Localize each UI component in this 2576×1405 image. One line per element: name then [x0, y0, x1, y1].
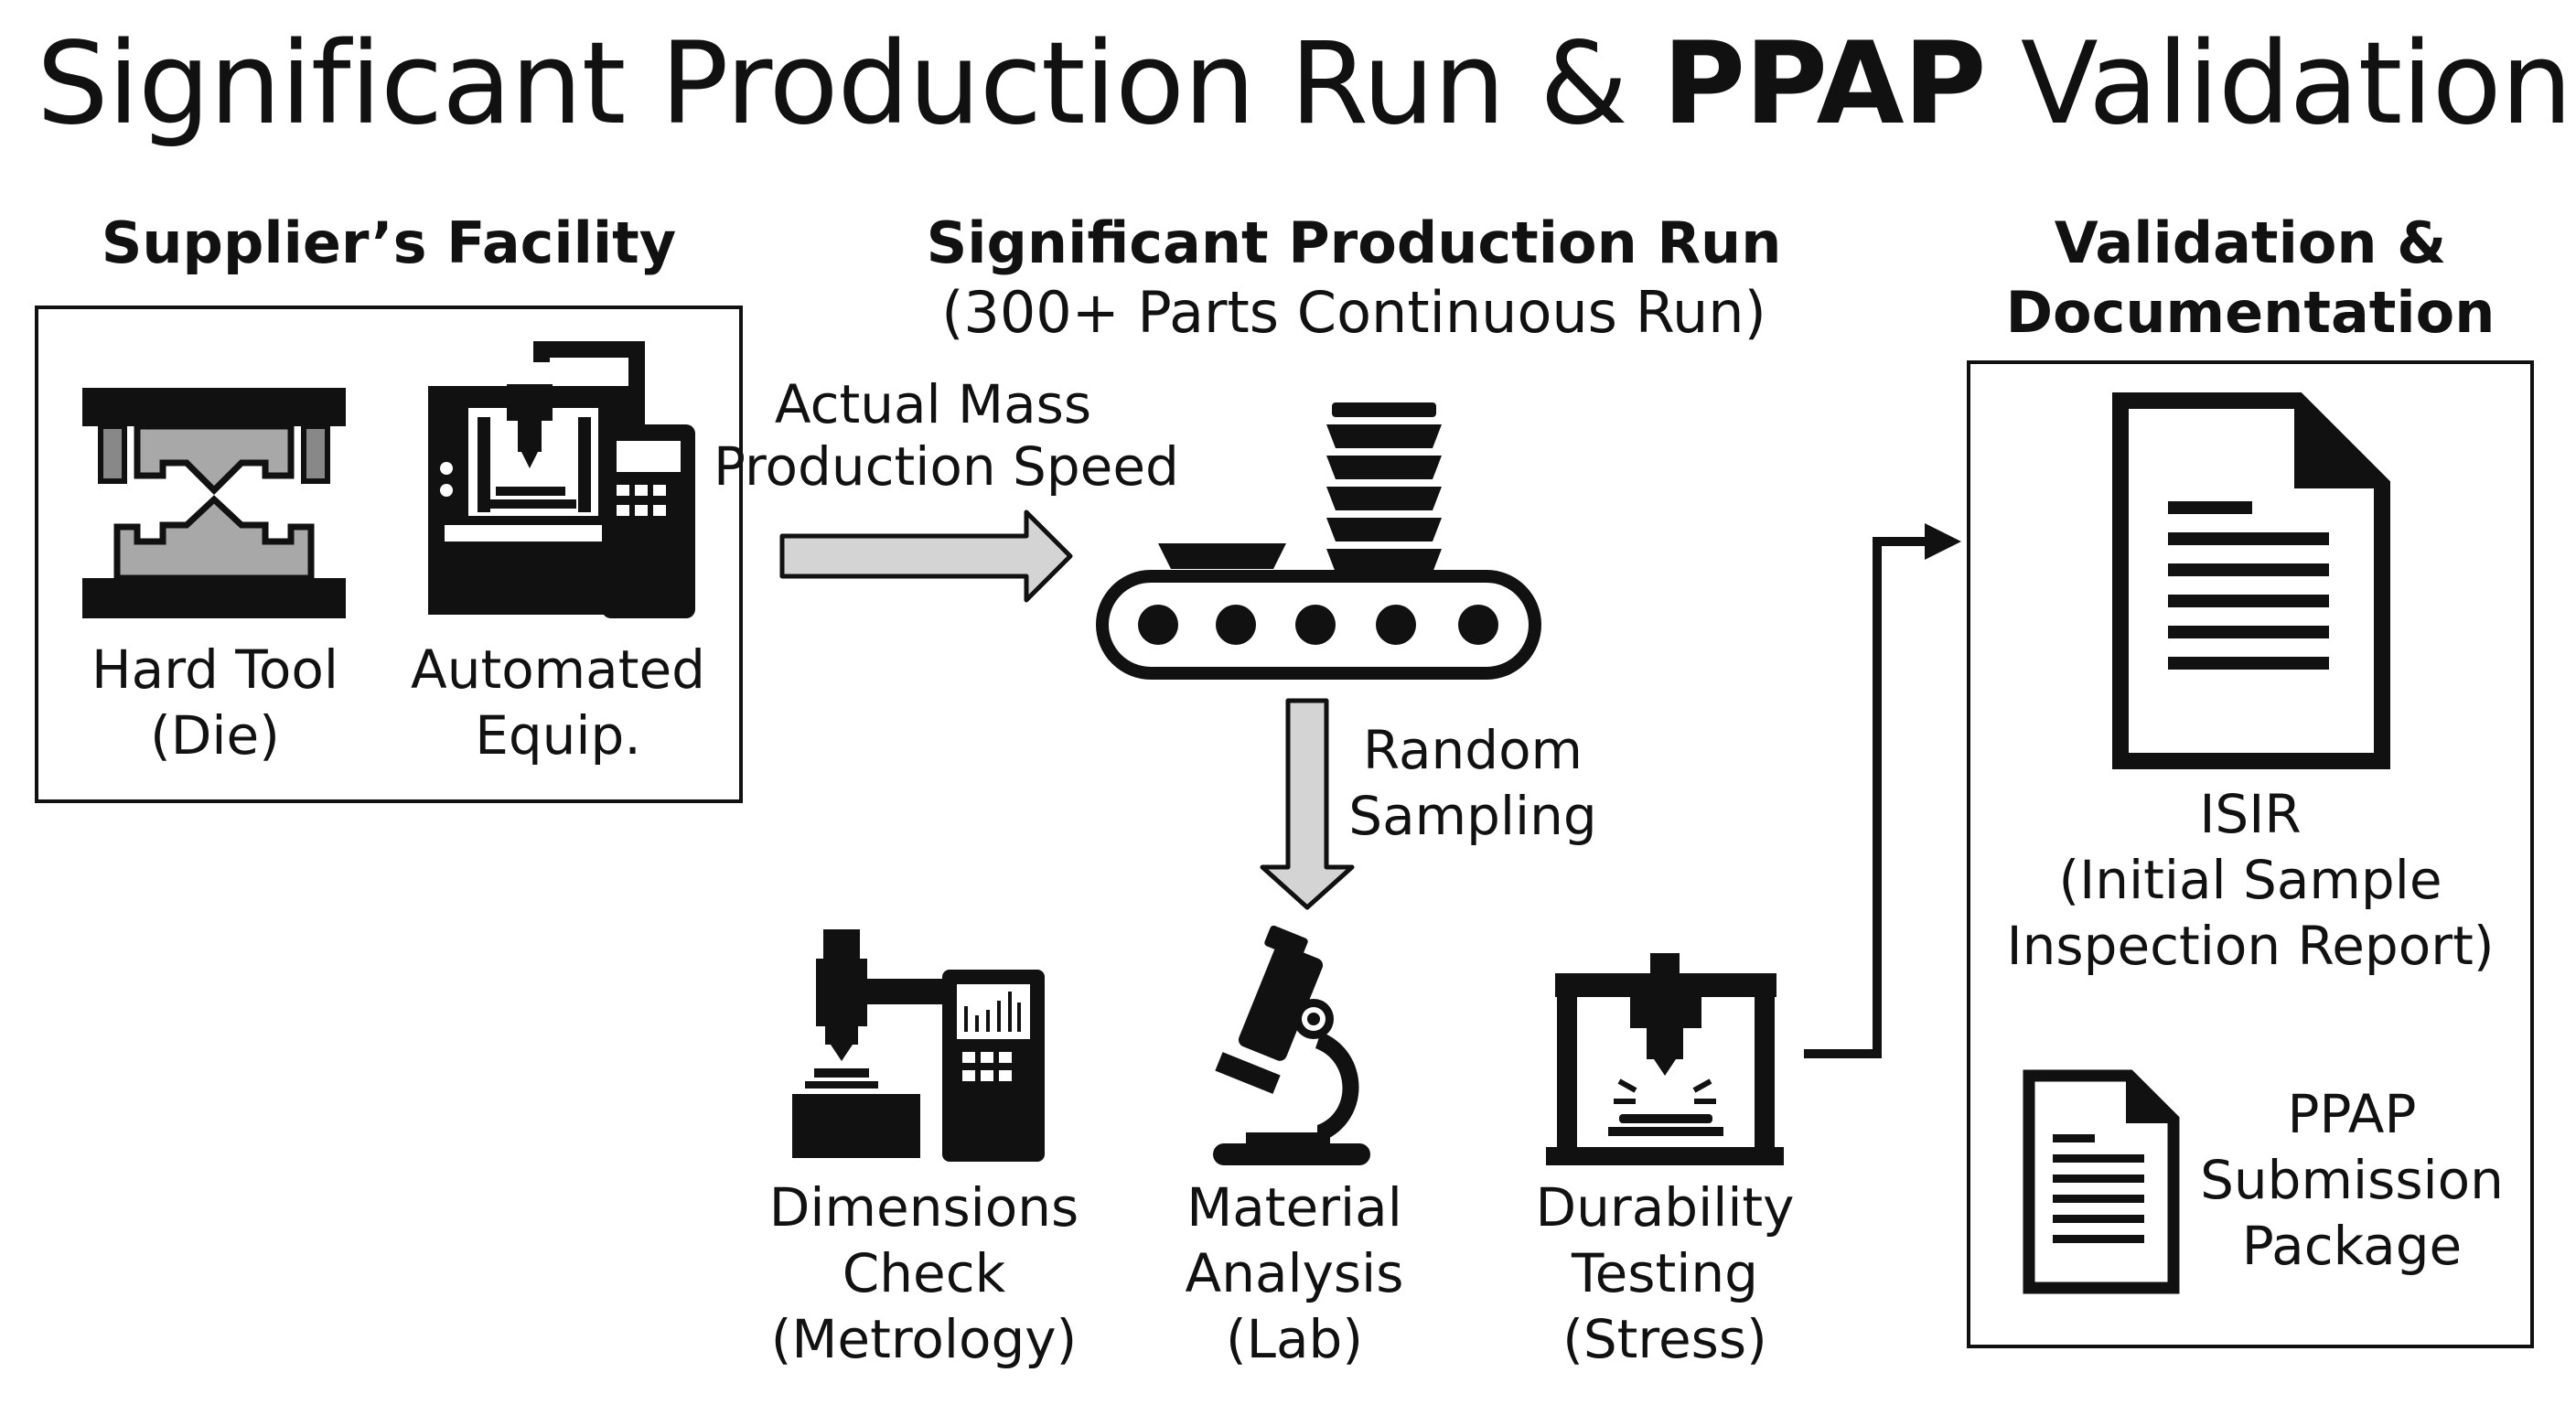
- label-line: Analysis: [1185, 1242, 1404, 1304]
- label-line: (Initial Sample: [2058, 849, 2442, 911]
- label-line: Package: [2241, 1215, 2463, 1277]
- label-line: Durability: [1535, 1176, 1795, 1239]
- label-line: Sampling: [1348, 785, 1597, 847]
- connector-line: [1804, 537, 1928, 1058]
- label-line: Check: [842, 1242, 1006, 1304]
- connector-arrowhead-icon: [1925, 523, 1961, 560]
- validation-heading-line: Validation &: [2054, 209, 2447, 276]
- label-line: Dimensions: [768, 1176, 1079, 1239]
- label-line: Testing: [1572, 1242, 1758, 1304]
- label-line: Equip.: [475, 704, 641, 767]
- stress-press-icon: [1546, 953, 1784, 1165]
- title-suffix: Validation: [1985, 18, 2572, 150]
- test-label-durability: Durability Testing (Stress): [1509, 1174, 1820, 1372]
- label-line: (Die): [150, 704, 280, 767]
- label-line: Inspection Report): [2006, 915, 2495, 977]
- label-line: (Stress): [1562, 1308, 1767, 1370]
- cnc-machine-icon: [428, 341, 695, 618]
- title-prefix: Significant Production Run &: [37, 18, 1663, 150]
- label-line: Actual Mass: [774, 373, 1092, 435]
- validation-heading-line: Documentation: [2005, 279, 2496, 346]
- sampling-arrow-icon: [1260, 698, 1355, 910]
- document-icon: [2112, 392, 2390, 769]
- test-label-dimensions: Dimensions Check (Metrology): [759, 1174, 1089, 1372]
- label-line: ISIR: [2199, 783, 2302, 845]
- label-line: (Lab): [1226, 1308, 1363, 1370]
- label-line: PPAP: [2287, 1083, 2417, 1145]
- label-line: Random: [1362, 719, 1583, 781]
- equipment-label-hard-tool: Hard Tool (Die): [64, 637, 366, 768]
- document-label-ppap: PPAP Submission Package: [2183, 1081, 2521, 1279]
- production-heading-subtitle: (300+ Parts Continuous Run): [941, 279, 1766, 346]
- document-icon: [2023, 1069, 2180, 1294]
- label-line: Submission: [2200, 1149, 2504, 1211]
- microscope-icon: [1213, 925, 1370, 1165]
- production-heading-title: Significant Production Run: [926, 209, 1782, 276]
- stacked-parts-icon: [1158, 402, 1442, 573]
- label-line: Material: [1186, 1176, 1402, 1239]
- flow-label-production-speed: Actual Mass Production Speed: [714, 373, 1179, 498]
- flow-label-random-sampling: Random Sampling: [1336, 717, 1610, 849]
- conveyor-belt-icon: [1096, 570, 1541, 680]
- validation-box: [1967, 360, 2534, 1348]
- flow-arrow-icon: [779, 509, 1073, 603]
- label-line: (Metrology): [770, 1308, 1078, 1370]
- label-line: Production Speed: [714, 435, 1179, 498]
- document-label-isir: ISIR (Initial Sample Inspection Report): [1976, 781, 2525, 979]
- label-line: Hard Tool: [91, 638, 338, 701]
- equipment-label-automated: Automated Equip.: [393, 637, 723, 768]
- production-heading: Significant Production Run (300+ Parts C…: [906, 209, 1802, 348]
- test-label-material: Material Analysis (Lab): [1143, 1174, 1445, 1372]
- label-line: Automated: [411, 638, 705, 701]
- validation-heading: Validation & Documentation: [1958, 209, 2543, 348]
- page-title: Significant Production Run & PPAP Valida…: [37, 18, 2572, 150]
- die-tool-icon: [82, 388, 346, 618]
- supplier-facility-box: [35, 306, 743, 803]
- title-bold: PPAP: [1662, 18, 1986, 150]
- supplier-heading: Supplier’s Facility: [101, 209, 677, 276]
- cmm-machine-icon: [792, 929, 1045, 1162]
